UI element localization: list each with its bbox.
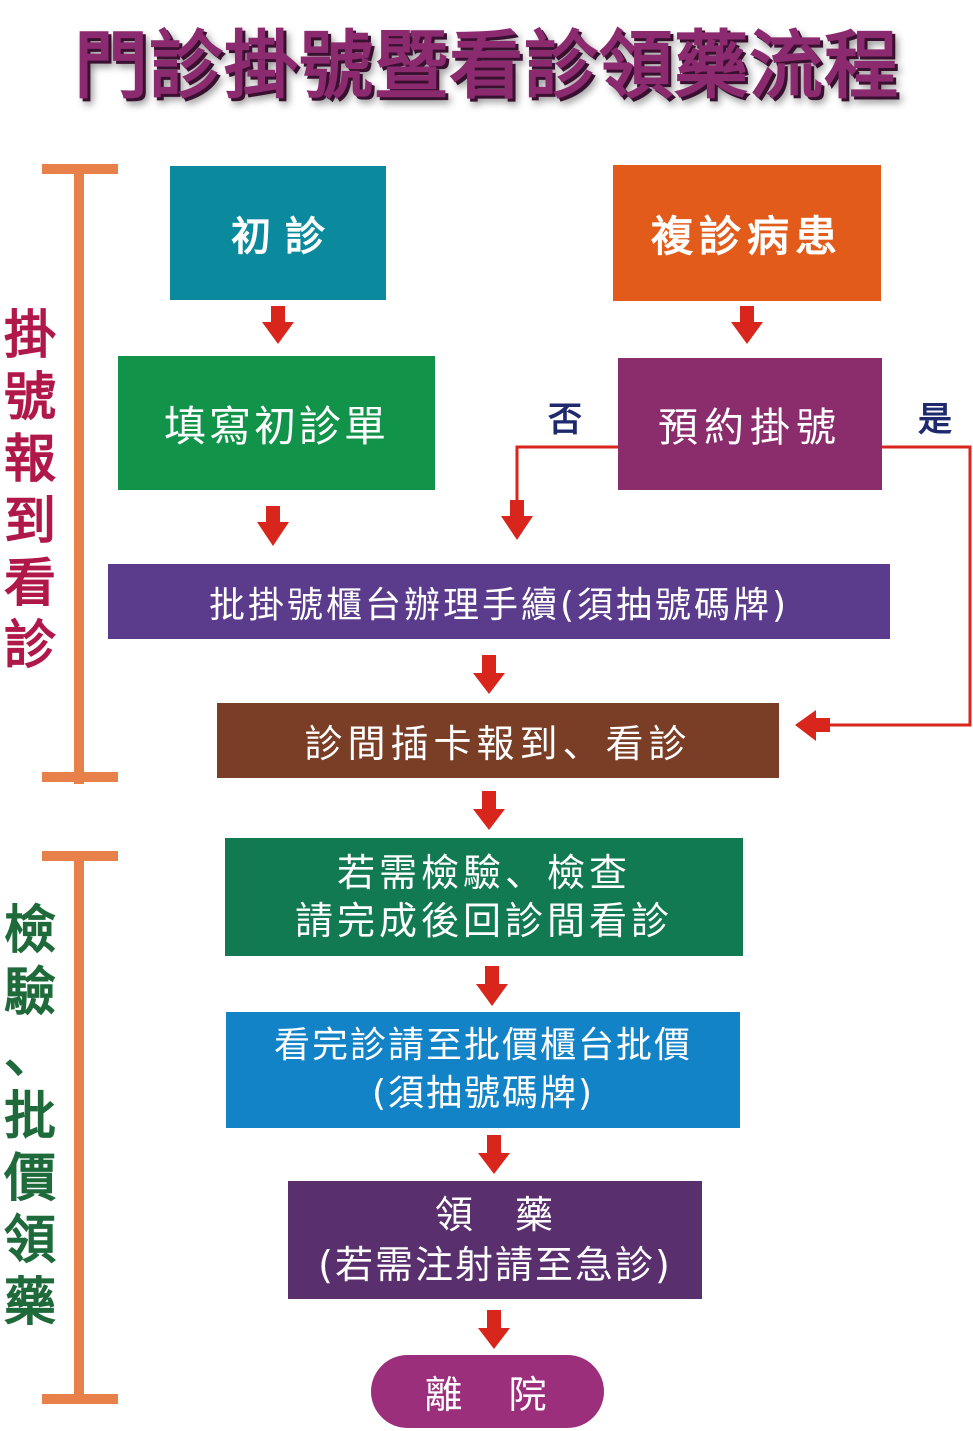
- node-exam-line-1: 若需檢驗、檢查: [336, 851, 631, 895]
- node-return-patient: 複診病患: [613, 165, 881, 301]
- side-label-exam-pricing: 檢 驗 、 批 價 領 藥: [0, 900, 60, 1334]
- side-char: 到: [3, 492, 56, 552]
- side-char: 報: [3, 430, 56, 490]
- node-appointment: 預約掛號: [618, 358, 882, 490]
- arrow-form-to-counter: [257, 506, 289, 546]
- node-checkin: 診間插卡報到、看診: [217, 703, 779, 778]
- node-first-visit: 初 診: [170, 166, 386, 300]
- arrow-return-to-appointment: [731, 306, 763, 344]
- node-return-patient-label: 複診病患: [650, 211, 843, 261]
- arrow-exam-to-pricing: [476, 966, 508, 1006]
- node-leave: 離 院: [371, 1355, 604, 1428]
- connector-no: [515, 445, 619, 512]
- node-medicine: 領 藥 (若需注射請至急診): [288, 1181, 702, 1299]
- node-fill-form-label: 填寫初診單: [163, 401, 389, 451]
- node-pricing-line-1: 看完診請至批價櫃台批價: [273, 1025, 692, 1066]
- arrow-checkin-to-exam: [473, 791, 505, 830]
- side-char: 藥: [3, 1273, 56, 1333]
- arrow-counter-to-checkin: [473, 655, 505, 694]
- arrow-first-to-form: [262, 306, 294, 344]
- arrow-medicine-to-leave: [478, 1310, 510, 1349]
- side-char: 批: [3, 1087, 56, 1147]
- side-char: 、: [3, 1025, 56, 1085]
- node-medicine-line-2: (若需注射請至急診): [318, 1243, 672, 1287]
- arrow-yes-to-checkin: [795, 710, 830, 741]
- side-char: 價: [3, 1149, 56, 1209]
- arrow-no-to-counter: [501, 500, 533, 540]
- node-exam: 若需檢驗、檢查 請完成後回診間看診: [225, 838, 743, 956]
- node-medicine-line-1: 領 藥: [434, 1193, 555, 1237]
- side-char: 驗: [3, 963, 56, 1023]
- node-appointment-label: 預約掛號: [658, 405, 842, 451]
- node-first-visit-label: 初 診: [231, 214, 325, 260]
- side-char: 號: [3, 368, 56, 428]
- node-leave-label: 離 院: [424, 1373, 551, 1417]
- arrow-pricing-to-medicine: [478, 1135, 510, 1174]
- node-exam-line-2: 請完成後回診間看診: [294, 899, 673, 943]
- node-registration-counter-label: 批掛號櫃台辦理手續(須抽號碼牌): [208, 584, 790, 626]
- node-pricing-line-2: (須抽號碼牌): [371, 1073, 595, 1114]
- page-title: 門診掛號暨看診領藥流程: [74, 23, 899, 109]
- side-char: 診: [3, 616, 56, 676]
- side-char: 看: [3, 554, 56, 614]
- side-label-registration: 掛 號 報 到 看 診: [0, 305, 60, 677]
- side-char: 檢: [3, 901, 56, 961]
- decision-yes-label: 是: [918, 400, 952, 440]
- node-pricing: 看完診請至批價櫃台批價 (須抽號碼牌): [226, 1012, 740, 1128]
- node-registration-counter: 批掛號櫃台辦理手續(須抽號碼牌): [108, 564, 890, 639]
- node-checkin-label: 診間插卡報到、看診: [304, 722, 692, 766]
- node-fill-form: 填寫初診單: [118, 356, 435, 490]
- decision-no-label: 否: [548, 400, 582, 440]
- side-char: 領: [3, 1211, 56, 1271]
- side-char: 掛: [3, 306, 56, 366]
